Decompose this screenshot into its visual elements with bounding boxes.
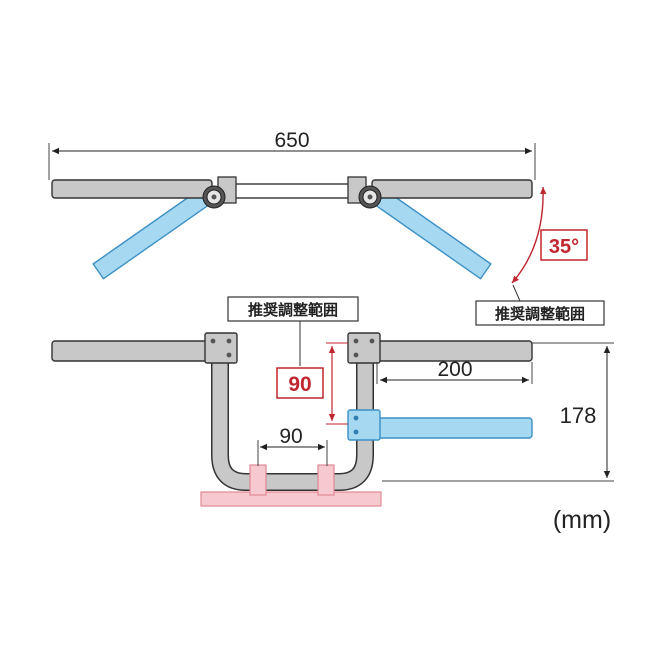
front-grip-left [51, 340, 213, 362]
bolt-icon [353, 338, 359, 344]
top-grip-left [51, 179, 213, 199]
bolt-icon [369, 338, 375, 344]
lowered-grip-right [371, 417, 533, 439]
top-grip-right [371, 179, 533, 199]
width-label: 650 [274, 129, 309, 152]
grip-length-label: 200 [437, 358, 472, 381]
mount-clamp-left [249, 464, 267, 496]
height-range-label: 推奨調整範囲 [248, 301, 338, 319]
top-view: 650 35° 推奨調整範囲 [48, 129, 605, 326]
bolt-icon [226, 352, 232, 358]
height-range-value: 90 [288, 373, 311, 396]
height-range-value-box [276, 367, 324, 399]
top-joint-right [347, 176, 382, 209]
height-label: 178 [560, 403, 597, 428]
angle-range-box [475, 300, 605, 326]
angle-arc [511, 186, 547, 284]
front-clamp-left [204, 332, 238, 364]
angle-leader [512, 284, 521, 302]
front-view: 90 200 178 推奨調整範囲 [51, 296, 614, 534]
bolt-icon [210, 338, 216, 344]
bolt-icon [353, 415, 359, 421]
angle-label-box [540, 229, 588, 261]
height-range-label-box [227, 296, 359, 322]
mount-base [200, 491, 382, 507]
bolt-icon [353, 352, 359, 358]
lowered-clamp-right [347, 409, 381, 441]
top-center-bar [231, 183, 353, 199]
bolt-icon [226, 338, 232, 344]
bolt-icon [353, 429, 359, 435]
u-bar-body [212, 354, 373, 490]
angle-label: 35° [549, 236, 579, 258]
angle-range-label: 推奨調整範囲 [495, 305, 585, 323]
mount-clamp-right [317, 464, 335, 496]
unit-label: (mm) [553, 506, 611, 534]
front-clamp-right [347, 332, 381, 364]
top-joint-left [202, 176, 237, 209]
inner-width-label: 90 [279, 425, 302, 448]
